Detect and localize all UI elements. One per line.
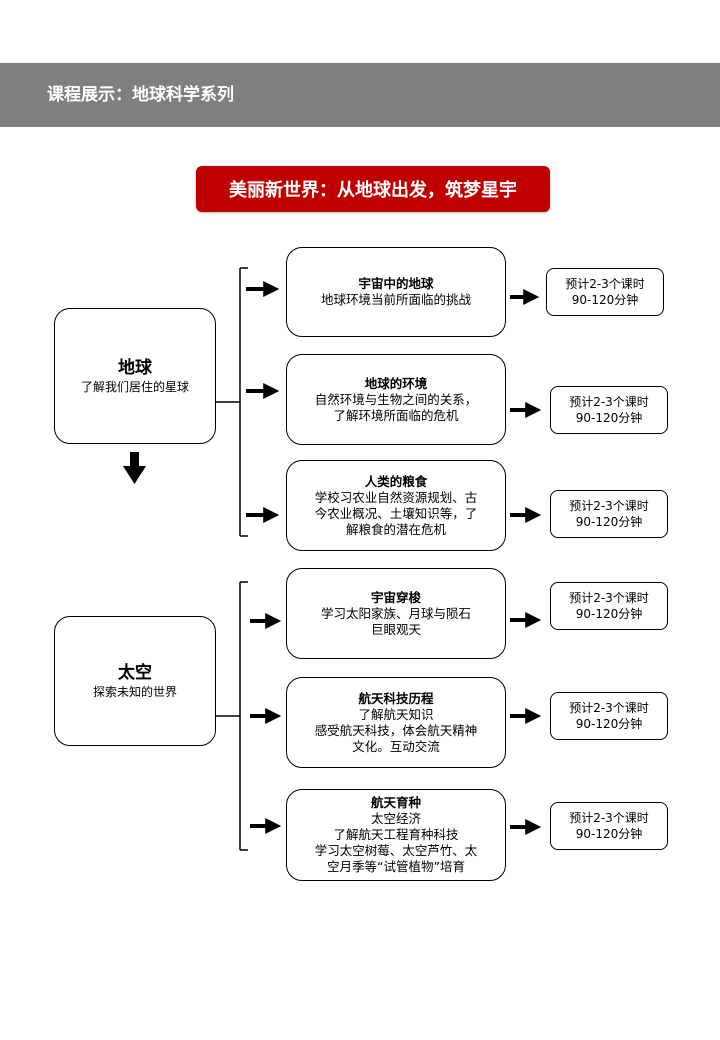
duration-box: 预计2-3个课时 90-120分钟 [546, 268, 664, 316]
topic-line: 文化。互动交流 [352, 738, 440, 754]
category-subtitle: 探索未知的世界 [92, 685, 177, 699]
banner-title: 美丽新世界：从地球出发，筑梦星宇 [229, 180, 517, 201]
topic-title: 地球的环境 [364, 375, 428, 391]
down-arrow-icon [123, 452, 146, 484]
topic-line: 解粮食的潜在危机 [345, 521, 446, 537]
duration-box: 预计2-3个课时 90-120分钟 [550, 802, 668, 850]
duration-hours: 预计2-3个课时 [565, 277, 645, 291]
duration-box: 预计2-3个课时 90-120分钟 [550, 490, 668, 538]
course-banner: 美丽新世界：从地球出发，筑梦星宇 [196, 166, 550, 212]
topic-line: 空月季等“试管植物”培育 [327, 859, 465, 874]
topic-line: 太空经济 [370, 811, 421, 826]
topic-title: 航天科技历程 [358, 690, 434, 706]
duration-box: 预计2-3个课时 90-120分钟 [550, 692, 668, 740]
category-earth: 地球 了解我们居住的星球 [54, 308, 216, 444]
duration-box: 预计2-3个课时 90-120分钟 [550, 582, 668, 630]
duration-box: 预计2-3个课时 90-120分钟 [550, 386, 668, 434]
earth-bracket [216, 267, 248, 537]
topic-line: 学习太空树莓、太空芦竹、太 [314, 843, 478, 858]
topic-line: 学习太阳家族、月球与陨石 [320, 605, 471, 621]
topic-line: 了解航天工程育种科技 [333, 827, 459, 842]
topic-universe-shuttle: 宇宙穿梭 学习太阳家族、月球与陨石 巨眼观天 [286, 568, 506, 659]
duration-minutes: 90-120分钟 [575, 607, 643, 621]
duration-hours: 预计2-3个课时 [569, 499, 649, 513]
duration-minutes: 90-120分钟 [571, 293, 639, 307]
topic-title: 航天育种 [370, 795, 421, 810]
topic-human-food: 人类的粮食 学校习农业自然资源规划、古 今农业概况、土壤知识等，了 解粮食的潜在… [286, 460, 506, 551]
topic-earth-environment: 地球的环境 自然环境与生物之间的关系， 了解环境所面临的危机 [286, 354, 506, 445]
category-subtitle: 了解我们居住的星球 [80, 380, 189, 394]
duration-minutes: 90-120分钟 [575, 515, 643, 529]
topic-line: 了解航天知识 [358, 706, 434, 722]
topic-line: 巨眼观天 [370, 621, 421, 637]
duration-hours: 预计2-3个课时 [569, 701, 649, 715]
topic-space-breeding: 航天育种 太空经济 了解航天工程育种科技 学习太空树莓、太空芦竹、太 空月季等“… [286, 789, 506, 881]
topic-line: 自然环境与生物之间的关系， [314, 391, 478, 407]
duration-minutes: 90-120分钟 [575, 411, 643, 425]
duration-hours: 预计2-3个课时 [569, 591, 649, 605]
topic-line: 今农业概况、土壤知识等，了 [314, 505, 478, 521]
duration-minutes: 90-120分钟 [575, 717, 643, 731]
category-title: 地球 [118, 358, 152, 378]
topic-title: 人类的粮食 [364, 473, 428, 489]
topic-line: 地球环境当前所面临的挑战 [320, 292, 471, 307]
topic-aerospace-history: 航天科技历程 了解航天知识 感受航天科技，体会航天精神 文化。互动交流 [286, 677, 506, 768]
topic-line: 了解环境所面临的危机 [333, 407, 459, 423]
duration-hours: 预计2-3个课时 [569, 395, 649, 409]
topic-title: 宇宙中的地球 [358, 276, 434, 291]
category-space: 太空 探索未知的世界 [54, 616, 216, 746]
header-bar: 课程展示：地球科学系列 [0, 63, 720, 127]
topic-line: 感受航天科技，体会航天精神 [314, 722, 478, 738]
topic-line: 学校习农业自然资源规划、古 [314, 489, 478, 505]
duration-hours: 预计2-3个课时 [569, 811, 649, 825]
space-bracket [216, 581, 248, 851]
duration-minutes: 90-120分钟 [575, 827, 643, 841]
topic-title: 宇宙穿梭 [370, 589, 421, 605]
header-title: 课程展示：地球科学系列 [47, 85, 234, 105]
topic-earth-in-universe: 宇宙中的地球 地球环境当前所面临的挑战 [286, 247, 506, 337]
category-title: 太空 [118, 663, 152, 683]
